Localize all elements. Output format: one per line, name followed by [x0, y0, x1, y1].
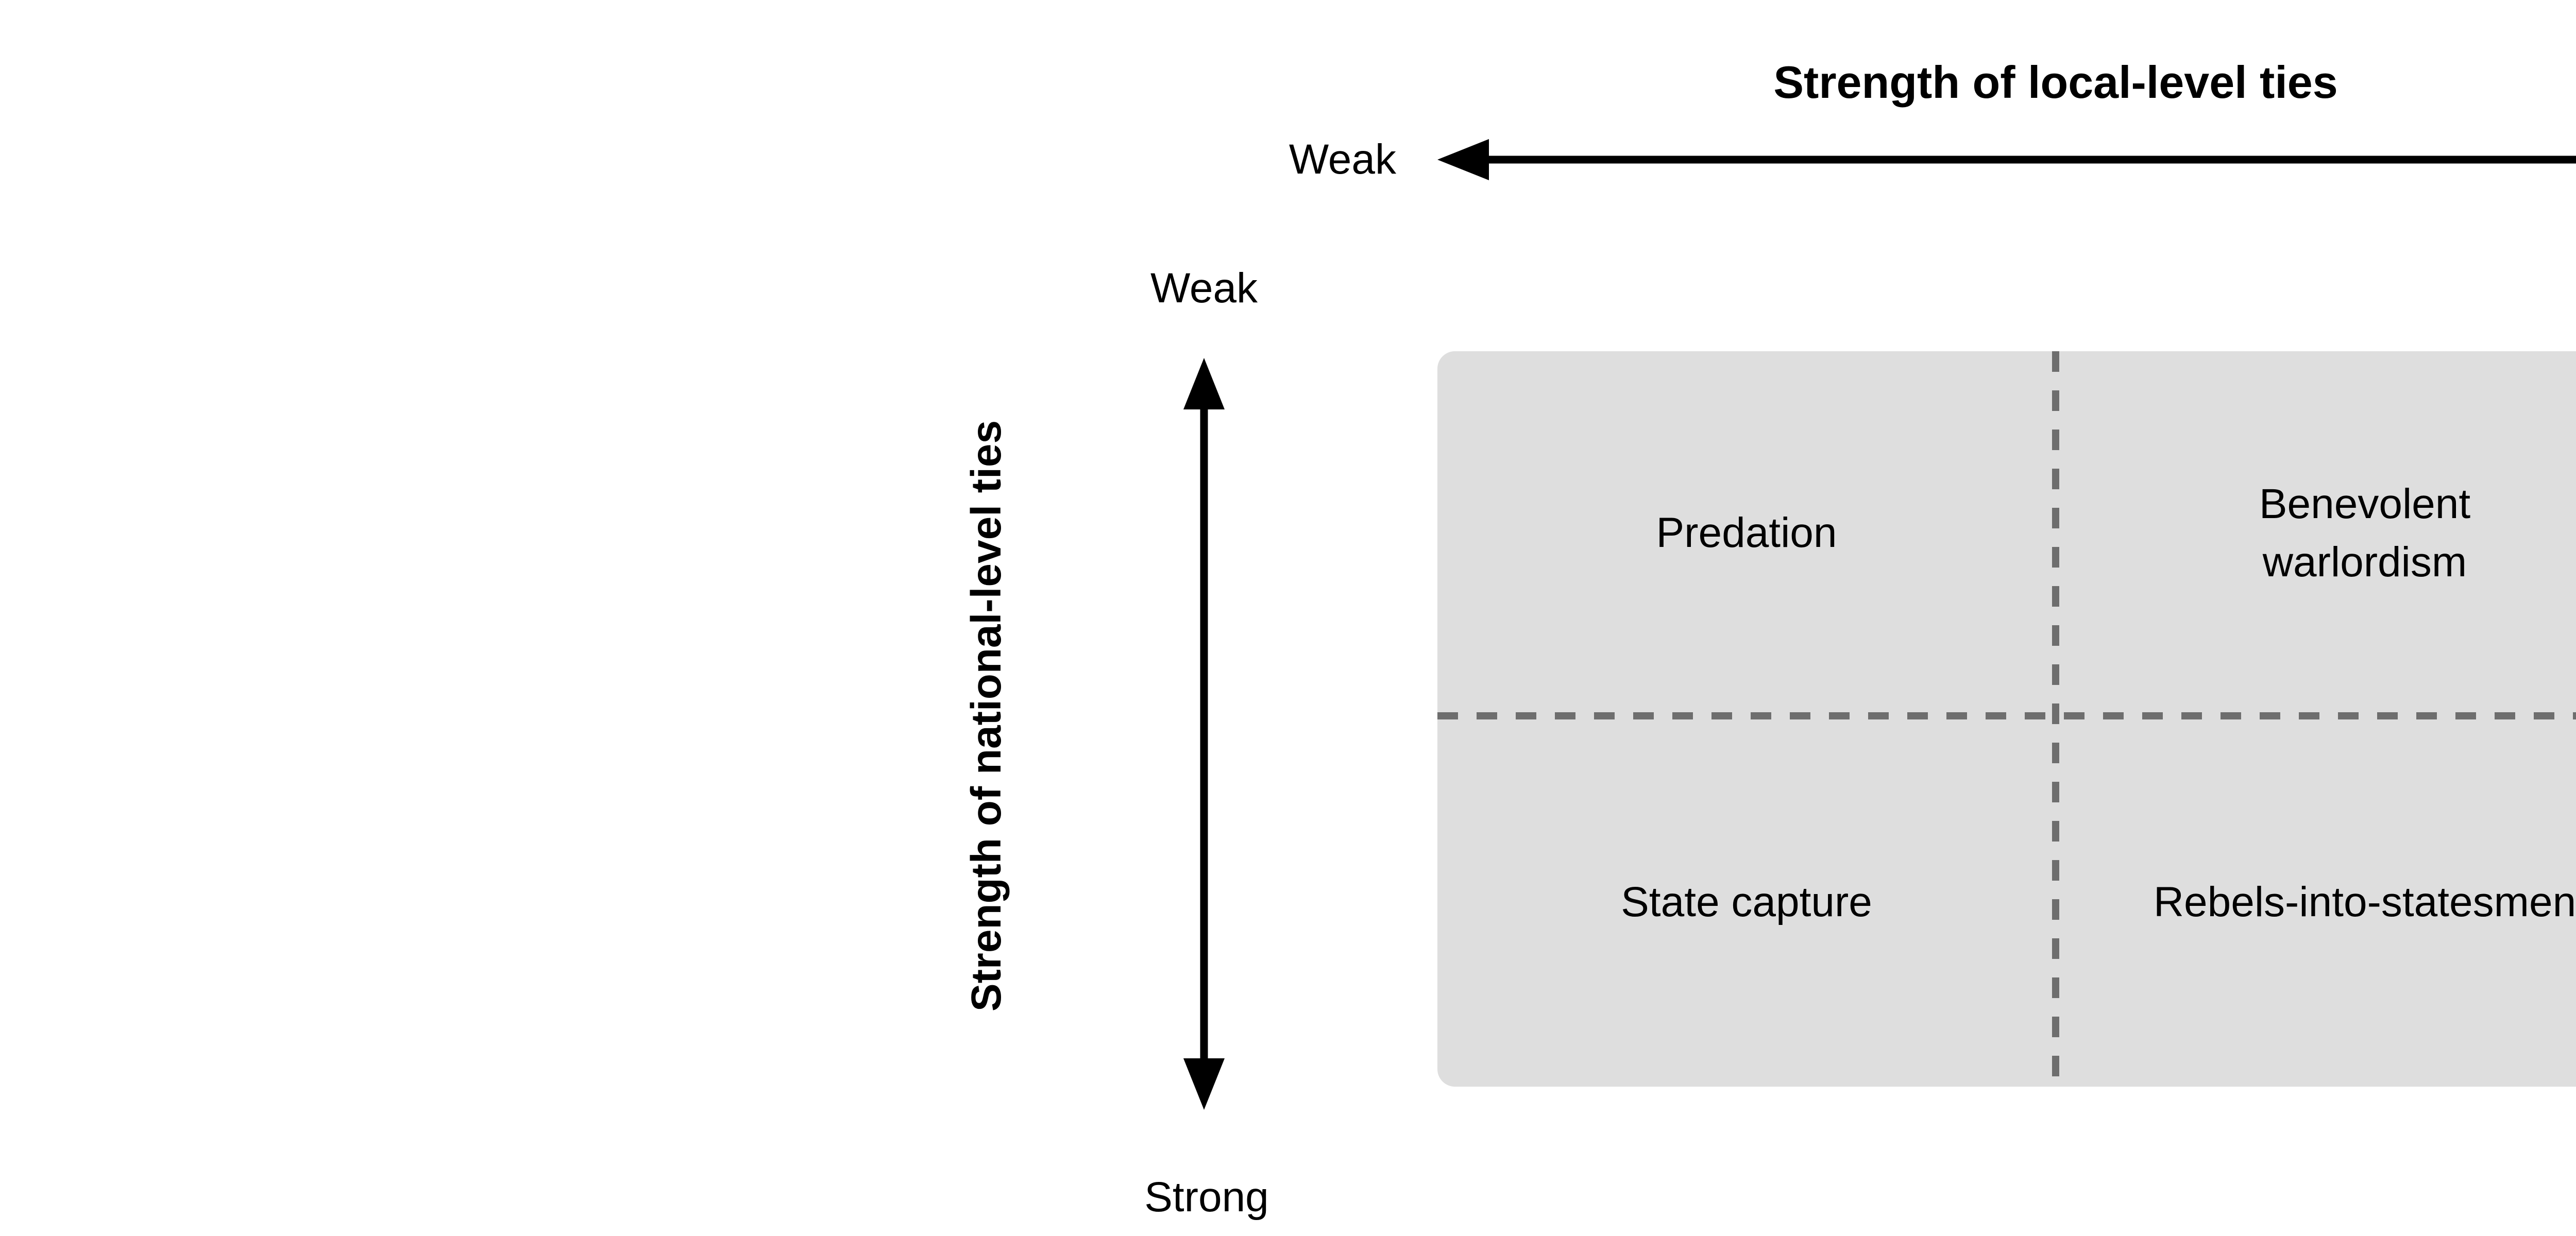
quadrant-label-benevolent-warlordism: Benevolent warlordism — [2056, 475, 2576, 591]
x-axis-weak-label: Weak — [1289, 136, 1396, 183]
quadrant-label-rebels-into-statesmen: Rebels-into-statesmen — [2153, 879, 2576, 925]
horizontal-double-arrow-icon — [1437, 139, 2576, 180]
quadrant-label-state-capture: State capture — [1621, 879, 1872, 925]
y-axis-strong-label: Strong — [1144, 1174, 1269, 1221]
matrix-divider-lines — [1437, 351, 2576, 1087]
up-arrowhead-icon — [1183, 358, 1225, 409]
quadrant-label-predation: Predation — [1656, 509, 1837, 556]
y-axis-weak-label: Weak — [1150, 265, 1258, 312]
vertical-double-arrow-icon — [1183, 358, 1225, 1110]
quadrant-label-benevolent-warlordism-text: Benevolent warlordism — [2259, 480, 2471, 586]
down-arrowhead-icon — [1183, 1058, 1225, 1110]
y-axis-title: Strength of national-level ties — [963, 420, 1010, 1012]
left-arrowhead-icon — [1437, 139, 1489, 180]
x-axis-title: Strength of local-level ties — [1773, 57, 2338, 108]
